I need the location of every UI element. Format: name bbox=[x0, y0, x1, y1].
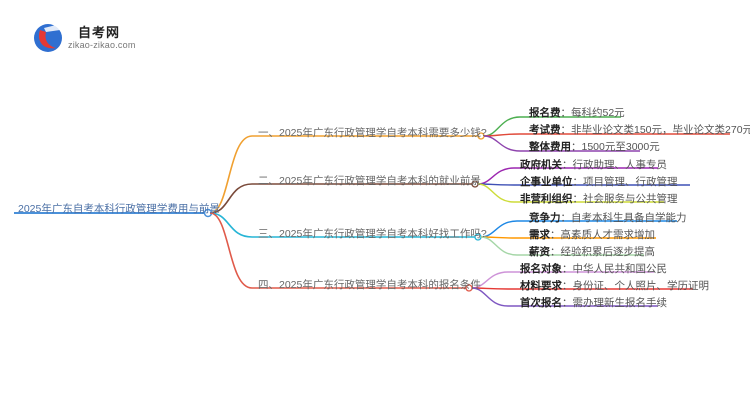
leaf-text: 自考本科生具备自学能力 bbox=[571, 212, 687, 224]
logo-icon bbox=[34, 24, 62, 52]
leaf-key: 企事业单位 bbox=[520, 176, 573, 188]
leaf-connector bbox=[477, 183, 515, 203]
branch-4-label[interactable]: 四、2025年广东行政管理学自考本科的报名条件 bbox=[258, 279, 481, 291]
leaf-job-enterprise[interactable]: 企事业单位：项目管理、行政管理 bbox=[520, 176, 678, 188]
leaf-connector bbox=[480, 236, 518, 256]
leaf-text: 需办理新生报名手续 bbox=[572, 297, 668, 309]
leaf-text: 中华人民共和国公民 bbox=[572, 263, 668, 275]
leaf-text: 项目管理、行政管理 bbox=[583, 176, 678, 188]
leaf-text: 高素质人才需求增加 bbox=[560, 229, 656, 241]
branch-connector bbox=[209, 212, 253, 238]
leaf-apply-first[interactable]: 首次报名：需办理新生报名手续 bbox=[520, 297, 668, 309]
leaf-work-salary[interactable]: 薪资：经验积累后逐步提高 bbox=[529, 246, 656, 258]
branch-2-label[interactable]: 二、2025年广东行政管理学自考本科的就业前景 bbox=[258, 175, 481, 187]
leaf-key: 首次报名 bbox=[520, 297, 562, 309]
leaf-key: 政府机关 bbox=[520, 159, 562, 171]
leaf-fee-registration[interactable]: 报名费：每科约52元 bbox=[529, 107, 625, 119]
leaf-key: 考试费 bbox=[529, 124, 561, 136]
leaf-text: 1500元至3000元 bbox=[581, 141, 660, 153]
leaf-fee-total[interactable]: 整体费用：1500元至3000元 bbox=[529, 141, 660, 153]
leaf-key: 需求 bbox=[529, 229, 550, 241]
root-label: 2025年广东自考本科行政管理学费用与前景 bbox=[18, 203, 220, 215]
leaf-key: 竞争力 bbox=[529, 212, 561, 224]
leaf-work-competitiveness[interactable]: 竞争力：自考本科生具备自学能力 bbox=[529, 212, 687, 224]
leaf-job-government[interactable]: 政府机关：行政助理、人事专员 bbox=[520, 159, 668, 171]
leaf-work-demand[interactable]: 需求：高素质人才需求增加 bbox=[529, 229, 656, 241]
leaf-key: 报名对象 bbox=[520, 263, 562, 275]
leaf-key: 整体费用 bbox=[529, 141, 571, 153]
leaf-key: 非营利组织 bbox=[520, 193, 573, 205]
leaf-text: 非毕业论文类150元，毕业论文类270元 bbox=[571, 124, 750, 136]
leaf-text: 身份证、个人照片、学历证明 bbox=[572, 280, 710, 292]
leaf-connector bbox=[471, 287, 509, 307]
leaf-job-nonprofit[interactable]: 非营利组织：社会服务与公共管理 bbox=[520, 193, 678, 205]
leaf-connector bbox=[483, 135, 521, 152]
branch-connector bbox=[209, 183, 253, 214]
leaf-text: 经验积累后逐步提高 bbox=[560, 246, 656, 258]
leaf-apply-materials[interactable]: 材料要求：身份证、个人照片、学历证明 bbox=[520, 280, 710, 292]
leaf-text: 行政助理、人事专员 bbox=[572, 159, 668, 171]
branch-connector bbox=[209, 212, 253, 289]
leaf-connector bbox=[483, 116, 521, 137]
branch-1-label[interactable]: 一、2025年广东行政管理学自考本科需要多少钱? bbox=[258, 127, 487, 139]
leaf-connector bbox=[477, 167, 515, 185]
leaf-fee-exam[interactable]: 考试费：非毕业论文类150元，毕业论文类270元 bbox=[529, 122, 750, 137]
leaf-apply-target[interactable]: 报名对象：中华人民共和国公民 bbox=[520, 263, 668, 275]
root-node[interactable]: 2025年广东自考本科行政管理学费用与前景 bbox=[18, 201, 220, 216]
branch-3-label[interactable]: 三、2025年广东行政管理学自考本科好找工作吗? bbox=[258, 228, 487, 240]
branch-connector bbox=[209, 135, 253, 214]
logo-domain: zikao-zikao.com bbox=[68, 40, 136, 50]
leaf-key: 材料要求 bbox=[520, 280, 562, 292]
leaf-text: 社会服务与公共管理 bbox=[583, 193, 678, 205]
leaf-text: 每科约52元 bbox=[571, 107, 625, 119]
leaf-key: 报名费 bbox=[529, 107, 561, 119]
site-logo[interactable]: 自考网 zikao-zikao.com bbox=[30, 18, 140, 58]
leaf-key: 薪资 bbox=[529, 246, 550, 258]
logo-title: 自考网 bbox=[78, 25, 121, 40]
